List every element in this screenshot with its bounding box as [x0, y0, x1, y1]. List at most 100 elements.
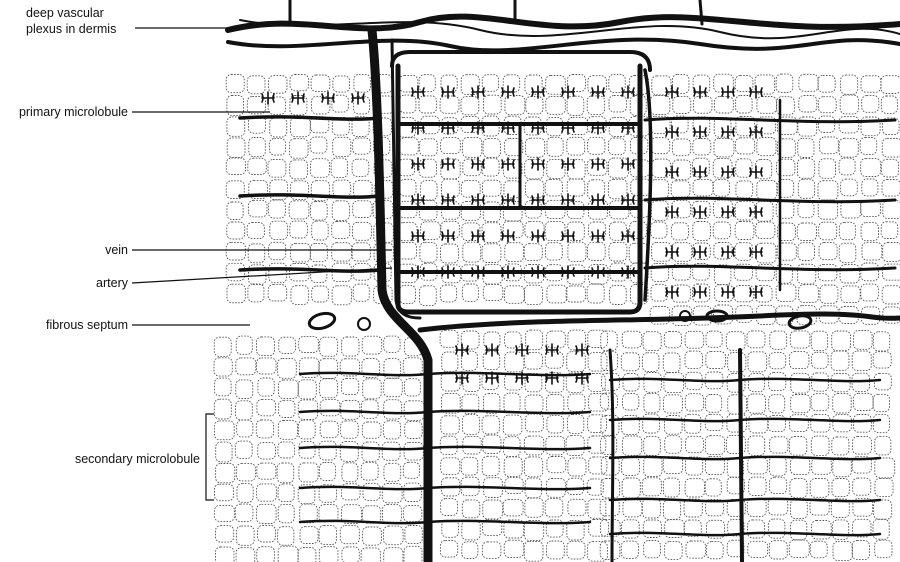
right-lobule-branch — [645, 266, 895, 269]
fat-cell — [237, 420, 253, 437]
fat-cell — [361, 462, 378, 480]
fat-cell — [727, 414, 747, 432]
fat-cell — [526, 96, 543, 114]
fat-cell — [440, 541, 457, 558]
fat-cell — [227, 284, 245, 303]
label-fibrous-septum: fibrous septum — [46, 317, 128, 333]
secondary-lobule-branch — [428, 487, 590, 489]
capillary-tuft — [562, 266, 574, 278]
fat-cell — [442, 352, 458, 372]
fat-cell — [664, 373, 684, 393]
fat-cell — [747, 498, 766, 516]
fat-cell — [728, 353, 746, 372]
fat-cell — [441, 416, 460, 434]
fat-cell — [353, 201, 372, 218]
fat-cell — [839, 116, 859, 132]
fat-cell — [622, 331, 642, 348]
fat-cell — [769, 541, 787, 559]
fat-cell — [600, 499, 619, 516]
fat-cell — [861, 223, 878, 241]
fat-cell — [608, 179, 627, 199]
capillary-tuft — [622, 194, 634, 206]
fat-cell — [706, 331, 722, 347]
fat-cell — [566, 436, 584, 456]
fat-cell — [568, 394, 585, 411]
fat-cell — [483, 202, 500, 222]
fat-cell — [442, 520, 459, 537]
fat-cell — [650, 96, 670, 115]
fat-cell — [685, 394, 703, 411]
fat-cell — [756, 160, 772, 179]
fat-cell — [686, 541, 706, 558]
fat-cell — [881, 76, 900, 94]
fat-cell — [735, 222, 754, 240]
fat-cell — [340, 526, 359, 544]
capillary-tuft — [486, 344, 498, 356]
fat-cell — [841, 179, 858, 196]
fat-cell — [642, 353, 659, 372]
fat-cell — [609, 118, 627, 137]
fat-cell — [798, 243, 815, 261]
capillary-tuft — [722, 126, 734, 138]
capillary-tuft — [442, 266, 454, 278]
capillary-tuft — [694, 86, 706, 98]
fat-cell — [503, 415, 522, 435]
fat-cell — [384, 548, 403, 562]
fat-cell — [404, 379, 420, 396]
fat-cell — [841, 201, 861, 218]
secondary-lobule-branch — [300, 411, 428, 413]
fat-cell — [882, 139, 900, 158]
fat-cell — [319, 441, 336, 460]
fat-cell — [290, 160, 308, 179]
fat-cell — [311, 265, 327, 282]
fat-cell — [833, 415, 852, 432]
fat-cell — [463, 436, 481, 454]
label-artery: artery — [96, 275, 128, 291]
fat-cell — [546, 436, 565, 455]
fat-cell — [312, 286, 329, 302]
fat-cell — [854, 331, 873, 350]
fat-cell — [589, 457, 607, 474]
fat-cell — [290, 221, 308, 238]
fat-cell — [227, 202, 243, 220]
fat-cell — [547, 137, 563, 156]
fat-cell — [312, 221, 329, 240]
fat-cell — [587, 284, 604, 303]
fat-cell — [862, 242, 882, 260]
fat-cell — [874, 500, 892, 519]
fat-cell — [248, 158, 266, 174]
fat-cell — [248, 244, 265, 263]
fat-cell — [353, 222, 372, 240]
fat-cell — [236, 358, 256, 375]
fat-cell — [256, 420, 273, 438]
fat-cell — [818, 116, 834, 132]
fat-cell — [797, 264, 815, 284]
capillary-tuft — [532, 230, 544, 242]
secondary-lobule-branch — [610, 419, 740, 421]
fat-cell — [818, 75, 835, 92]
fat-cell — [811, 331, 827, 351]
fat-cell — [269, 242, 286, 259]
fat-cell — [237, 484, 253, 503]
fat-cell — [609, 222, 626, 240]
fat-cell — [257, 547, 275, 562]
fat-cell — [818, 97, 836, 113]
fat-cell — [643, 520, 661, 538]
fat-cell — [404, 483, 422, 501]
fat-cell — [568, 75, 586, 92]
septal-vessel — [420, 314, 900, 330]
fat-cell — [757, 138, 776, 156]
fat-cell — [299, 463, 318, 482]
fat-cell — [883, 243, 900, 262]
capillary-tuft — [750, 286, 762, 298]
fat-cell — [881, 222, 898, 239]
fat-cell — [873, 332, 889, 351]
fat-cell — [320, 463, 336, 481]
fat-cell — [420, 286, 437, 306]
fat-cell — [833, 458, 852, 477]
fat-cell — [342, 463, 358, 482]
fat-cell — [545, 499, 563, 517]
fat-cell — [672, 139, 690, 156]
label-deep-vascular-plexus: deep vascular plexus in dermis — [26, 5, 116, 37]
fat-cell — [214, 358, 232, 376]
